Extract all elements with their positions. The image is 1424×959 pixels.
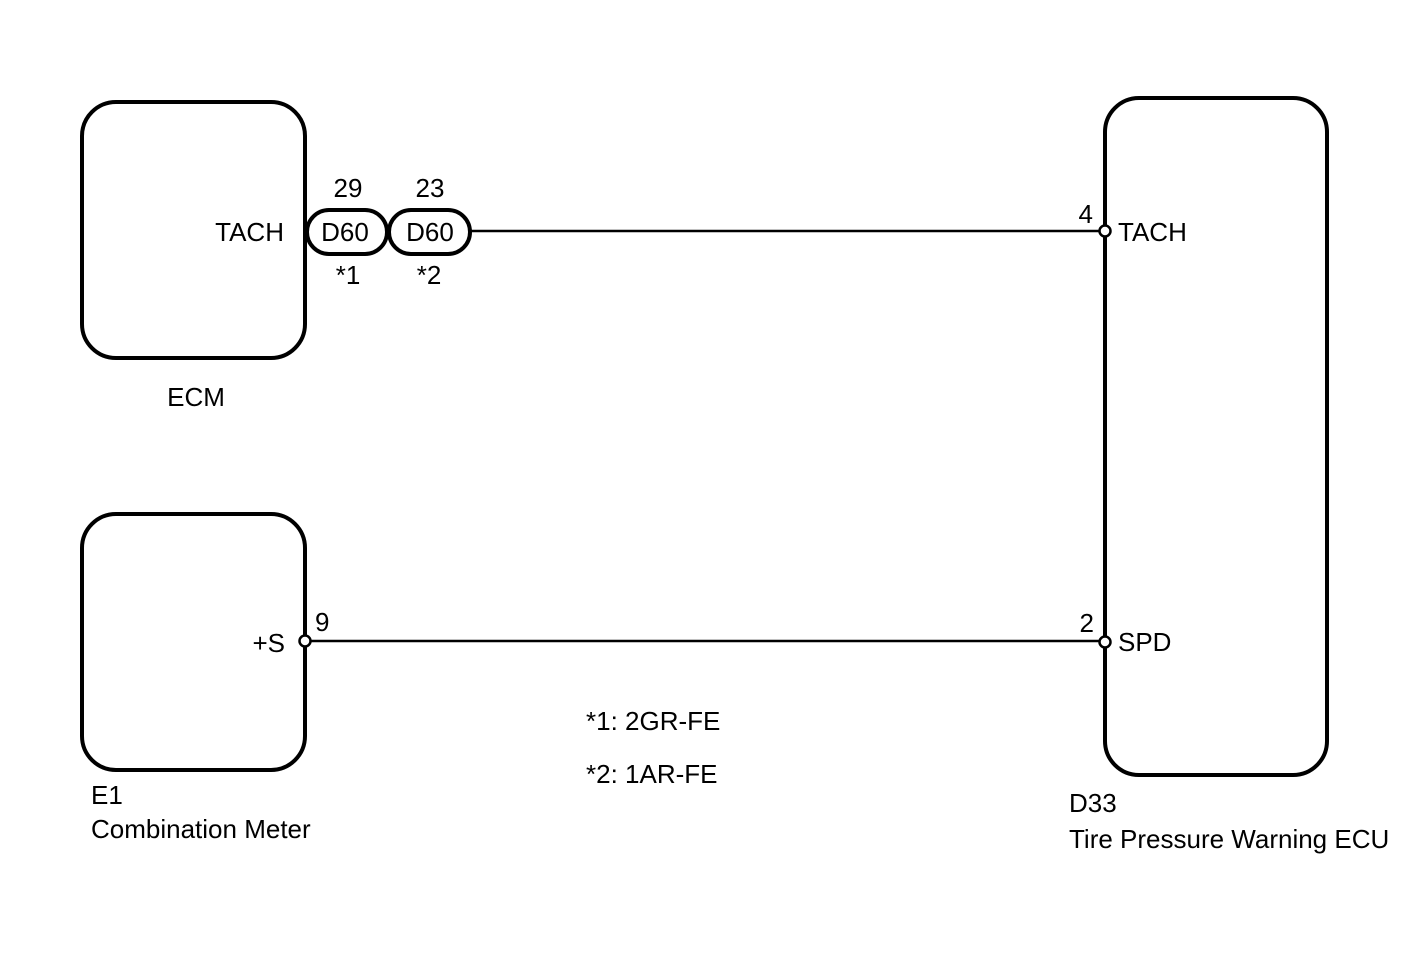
tpw-tach-terminal [1098,224,1112,238]
connector-d60-2-label: D60 [406,217,454,247]
tpw-spd-pin-number: 2 [1080,608,1094,638]
tpw-tach-label: TACH [1118,217,1187,247]
tpw-spd-label: SPD [1118,627,1171,657]
connector-d60-2-note: *2 [417,260,442,290]
tpw-ecu-box [1103,96,1329,777]
note-2: *2: 1AR-FE [586,759,718,789]
tpw-spd-terminal [1098,635,1112,649]
note-1: *1: 2GR-FE [586,706,720,736]
ecm-box [80,100,307,360]
connector-d60-1-pin: 29 [334,173,363,203]
connector-d60-2-pin: 23 [416,173,445,203]
meter-s-terminal [298,634,312,648]
combination-meter-name: Combination Meter [91,814,311,844]
connector-d60-1-note: *1 [336,260,361,290]
meter-s-pin-number: 9 [315,607,329,637]
ecm-name: ECM [167,382,225,412]
ecm-tach-label: TACH [215,217,284,247]
combination-meter-code: E1 [91,780,123,810]
meter-s-label: +S [252,628,285,658]
tpw-ecu-name: Tire Pressure Warning ECU [1069,824,1389,854]
tpw-tach-pin-number: 4 [1079,199,1093,229]
connector-d60-1-label: D60 [321,217,369,247]
tpw-ecu-code: D33 [1069,788,1117,818]
